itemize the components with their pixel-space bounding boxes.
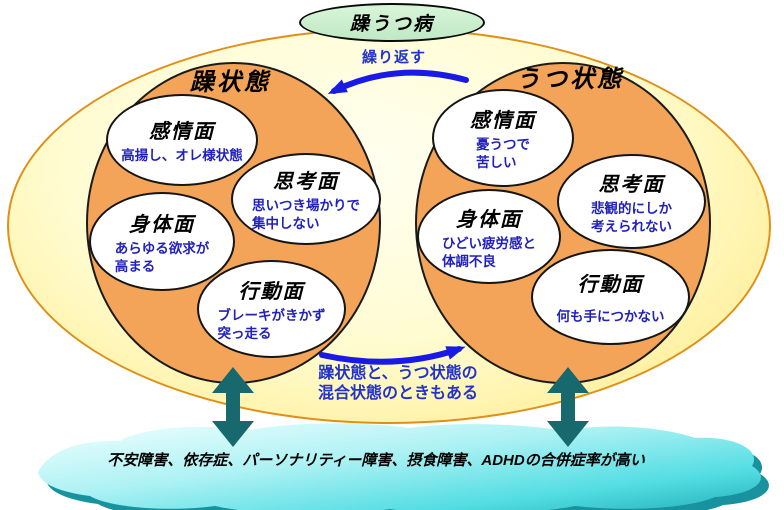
desc-line: 思いつき場かりで — [252, 198, 360, 214]
aspect-desc: 思いつき場かりで 集中しない — [252, 197, 360, 233]
desc-line: 考えられない — [591, 218, 672, 234]
aspect-title: 身体面 — [456, 208, 522, 231]
depressive-behavior-ellipse: 行動面 何も手につかない — [531, 249, 690, 345]
desc-line: 高まる — [114, 258, 156, 274]
desc-line: 集中しない — [252, 216, 320, 231]
mixed-state-note: 躁状態と、うつ状態の 混合状態のときもある — [288, 364, 508, 404]
disease-title-ellipse: 躁うつ病 — [299, 3, 485, 42]
aspect-desc: 何も手につかない — [557, 308, 665, 326]
desc-line: 苦しい — [476, 155, 517, 170]
aspect-desc: ひどい疲労感と 体調不良 — [442, 235, 536, 271]
manic-emotion-ellipse: 感情面 高揚し、オレ様状態 — [106, 94, 258, 186]
manic-physical-ellipse: 身体面 あらゆる欲求が 高まる — [89, 192, 235, 291]
desc-line: ブレーキがきかず — [217, 308, 326, 324]
depressive-thinking-ellipse: 思考面 悲観的にしか 考えられない — [557, 154, 706, 249]
desc-line: 憂うつで — [476, 137, 530, 153]
repeat-label: 繰り返す — [361, 49, 426, 66]
cloud-shadow — [46, 431, 769, 510]
aspect-title: 感情面 — [470, 110, 536, 133]
aspect-desc: あらゆる欲求が 高まる — [115, 240, 210, 276]
disease-title: 躁うつ病 — [349, 14, 434, 35]
depressive-physical-ellipse: 身体面 ひどい疲労感と 体調不良 — [417, 189, 561, 284]
manic-behavior-ellipse: 行動面 ブレーキがきかず 突っ走る — [197, 260, 346, 358]
manic-thinking-ellipse: 思考面 思いつき場かりで 集中しない — [231, 153, 381, 245]
desc-line: 悲観的にしか — [591, 200, 672, 216]
desc-line: あらゆる欲求が — [114, 240, 210, 256]
note-line: 混合状態のときもある — [317, 385, 478, 402]
desc-line: 高揚し、オレ様状態 — [121, 148, 243, 164]
manic-state-title: 躁状態 — [190, 69, 271, 96]
aspect-title: 思考面 — [273, 171, 339, 194]
aspect-title: 身体面 — [129, 213, 195, 236]
aspect-desc: 憂うつで 苦しい — [476, 136, 530, 172]
aspect-title: 行動面 — [238, 281, 305, 304]
aspect-title: 行動面 — [577, 274, 644, 297]
aspect-title: 感情面 — [149, 121, 215, 144]
aspect-title: 思考面 — [598, 173, 665, 196]
note-line: 躁状態と、うつ状態の — [318, 365, 478, 382]
desc-line: 何も手につかない — [556, 309, 665, 325]
comorbidity-text: 不安障害、依存症、パーソナリティー障害、摂食障害、ADHDの合併症率が高い — [107, 452, 645, 469]
aspect-desc: 高揚し、オレ様状態 — [121, 147, 243, 165]
aspect-desc: 悲観的にしか 考えられない — [591, 200, 672, 236]
aspect-desc: ブレーキがきかず 突っ走る — [218, 307, 326, 343]
depressive-emotion-ellipse: 感情面 憂うつで 苦しい — [432, 89, 574, 187]
desc-line: 体調不良 — [441, 253, 496, 269]
depressive-state-title: うつ状態 — [516, 66, 624, 93]
desc-line: ひどい疲労感と — [441, 235, 537, 251]
desc-line: 突っ走る — [217, 326, 272, 341]
